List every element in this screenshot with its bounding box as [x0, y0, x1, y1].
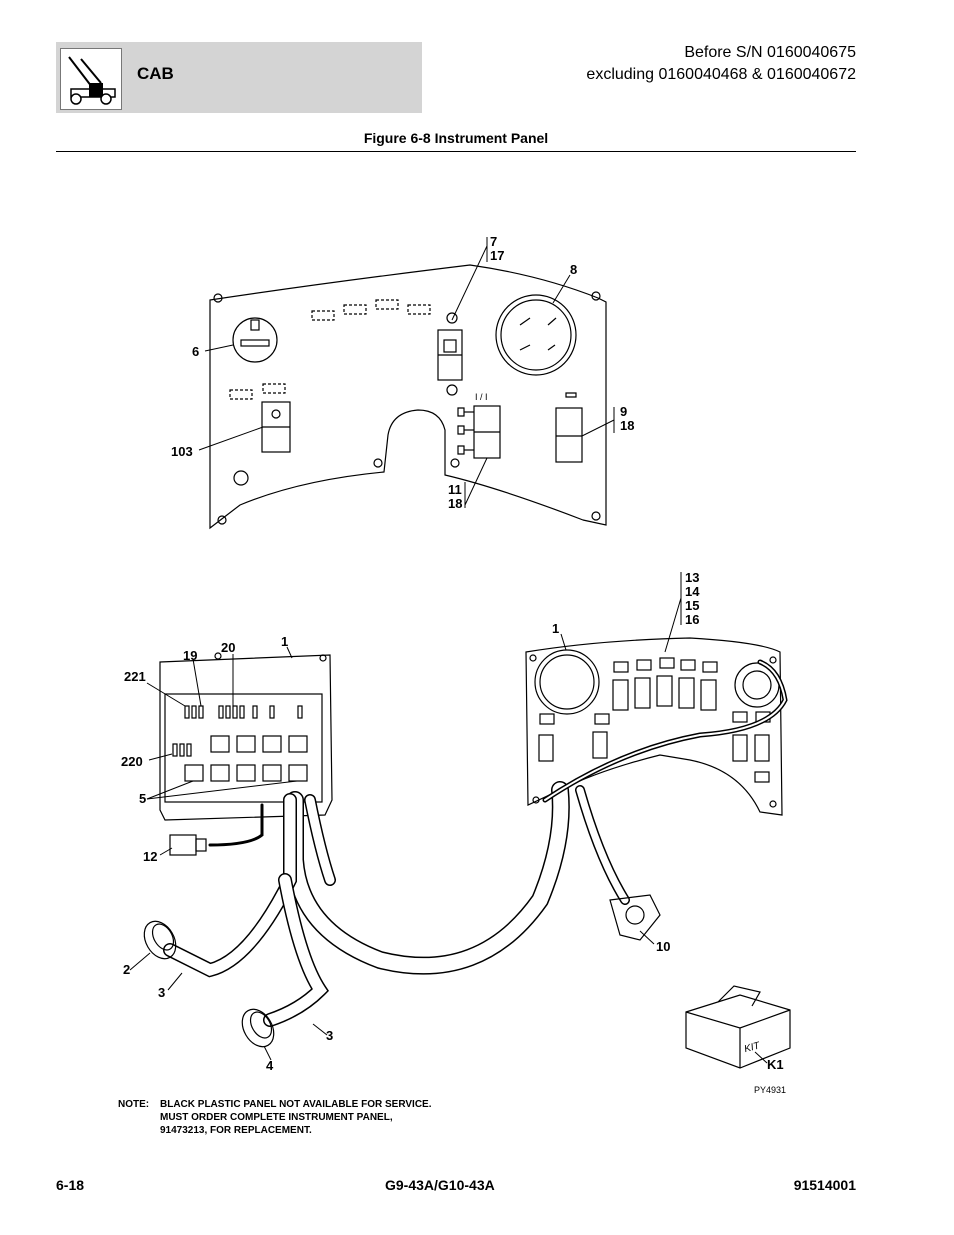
callout-6: 6 [192, 344, 200, 359]
connector-2 [143, 920, 177, 960]
switch-marks: I / I [475, 392, 488, 402]
combination-gauge [495, 294, 577, 376]
callout-11: 11 [448, 482, 462, 497]
connector-4 [241, 1008, 275, 1048]
callout-12: 12 [143, 849, 158, 864]
callout-18-lower: 18 [448, 496, 463, 511]
page-number: 6-18 [56, 1177, 85, 1193]
callout-103: 103 [171, 444, 193, 459]
serial-line-1: Before S/N 0160040675 [684, 44, 856, 61]
callout-20: 20 [221, 640, 236, 655]
callout-3-right: 3 [326, 1028, 334, 1043]
note-block: NOTE: BLACK PLASTIC PANEL NOT AVAILABLE F… [118, 1098, 440, 1137]
callout-k1: K1 [767, 1057, 784, 1072]
image-id: PY4931 [754, 1085, 787, 1095]
note-label: NOTE: [118, 1099, 150, 1110]
serial-line-2: excluding 0160040468 & 0160040672 [586, 66, 856, 83]
callout-18-upper: 18 [620, 418, 635, 433]
callout-17: 17 [490, 248, 505, 263]
forklift-icon [60, 48, 122, 110]
callout-15: 15 [685, 598, 700, 613]
callout-4: 4 [266, 1058, 274, 1073]
callout-221: 221 [124, 669, 146, 684]
switch-9 [555, 407, 583, 463]
hour-meter [232, 317, 278, 363]
callout-7: 7 [490, 234, 498, 249]
callout-5: 5 [139, 791, 147, 806]
callout-1-left: 1 [281, 634, 289, 649]
section-title: CAB [137, 64, 174, 83]
callout-9: 9 [620, 404, 628, 419]
callout-2: 2 [123, 962, 131, 977]
note-text: BLACK PLASTIC PANEL NOT AVAILABLE FOR SE… [160, 1099, 432, 1136]
callout-16: 16 [685, 612, 700, 627]
serial-info: Before S/N 0160040675 excluding 01600404… [586, 42, 856, 86]
connector-12 [169, 834, 197, 856]
callout-1-right: 1 [552, 621, 560, 636]
callout-3-left: 3 [158, 985, 166, 1000]
callout-220: 220 [121, 754, 143, 769]
upper-panel-outline [209, 264, 607, 530]
fuse-panel [159, 654, 333, 821]
manual-part-number: 91514001 [793, 1177, 856, 1193]
model-number: G9-43A/G10-43A [385, 1177, 495, 1193]
header-rule [56, 151, 856, 152]
callout-8: 8 [570, 262, 578, 277]
callout-13: 13 [685, 570, 700, 585]
dash-panel [525, 637, 783, 816]
callout-14: 14 [685, 584, 700, 599]
kit-label: KIT [743, 1040, 762, 1055]
connector-10 [609, 894, 661, 941]
kit-box [685, 994, 791, 1069]
figure-title: Figure 6-8 Instrument Panel [363, 130, 549, 146]
callout-10: 10 [656, 939, 671, 954]
callout-19: 19 [183, 648, 198, 663]
